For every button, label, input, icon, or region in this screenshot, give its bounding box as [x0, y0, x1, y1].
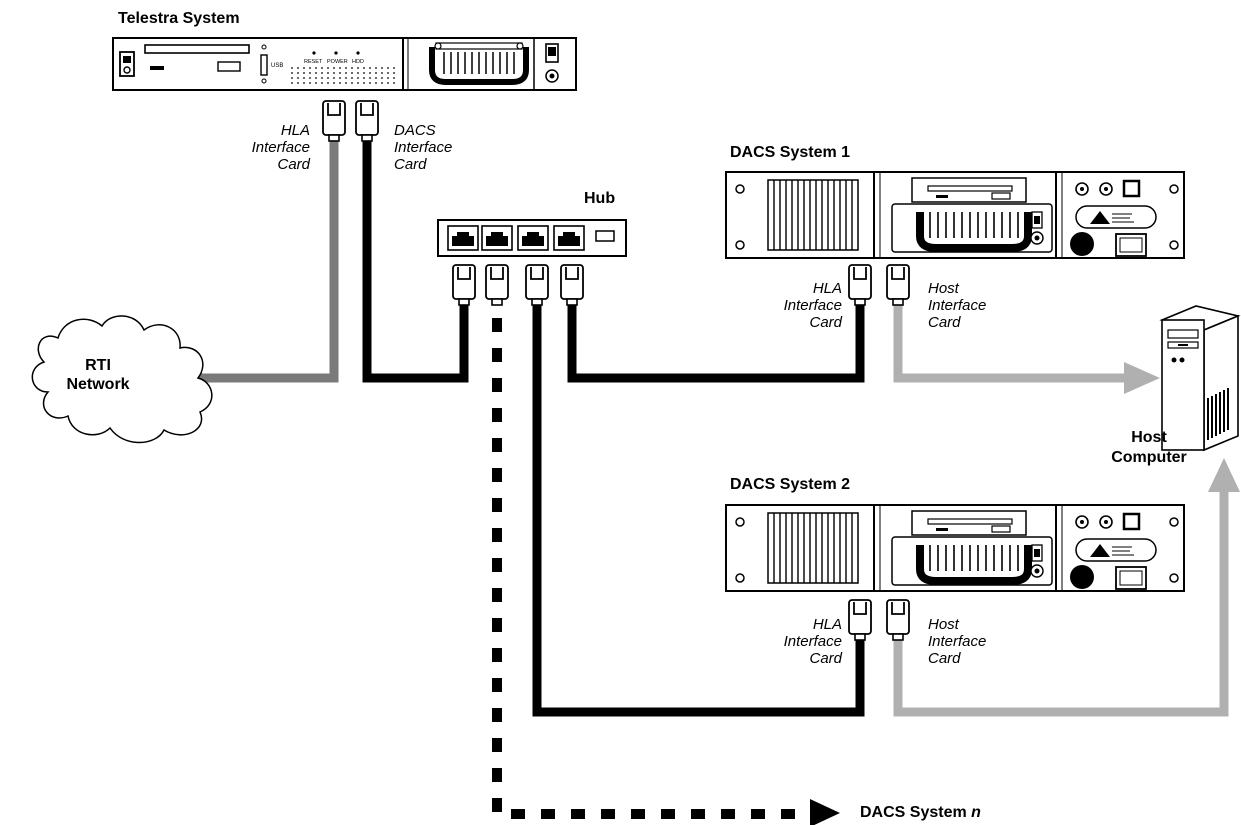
dacs-system-2-unit: [726, 505, 1184, 591]
dacs1-host-card-label: Host Interface Card: [928, 280, 987, 331]
dacs-system-2-label: DACS System 2: [730, 476, 851, 493]
dacs1-hla-card-label: HLA Interface Card: [783, 280, 842, 331]
telestra-dacs-card-connector: [355, 100, 379, 142]
dacs2-hla-card-connector: [848, 599, 872, 641]
power-label: POWER: [327, 59, 348, 65]
dacs2-host-arrowhead: [1208, 458, 1240, 492]
dacs2-host-cable: [893, 486, 1229, 717]
hub-port-2-connector: [485, 264, 509, 306]
telestra-system-unit: USB RESET POWER HDD: [112, 37, 577, 91]
hub-to-dacs2-cable: [532, 300, 865, 717]
host-computer-label: Host Computer: [1111, 429, 1187, 466]
dacs1-host-card-connector: [886, 264, 910, 306]
hub-port-4-connector: [560, 264, 584, 306]
telestra-hla-card-connector: [322, 100, 346, 142]
hub-to-dacs1-cable: [567, 300, 865, 383]
dacs2-hla-card-label: HLA Interface Card: [783, 616, 842, 667]
hdd-label: HDD: [352, 59, 364, 65]
hub-front-port-1: [447, 225, 479, 251]
telestra-hla-cable: [200, 140, 339, 383]
hub-device: [437, 219, 627, 257]
dacs1-host-arrowhead: [1124, 362, 1160, 394]
rti-network-label: RTI Network: [66, 357, 130, 393]
hub-port-1-connector: [452, 264, 476, 306]
host-computer-tower: [1159, 305, 1241, 452]
hub-front-port-2: [481, 225, 513, 251]
hub-front-port-3: [517, 225, 549, 251]
usb-label: USB: [271, 63, 283, 69]
dacs-system-1-label: DACS System 1: [730, 144, 851, 161]
reset-label: RESET: [304, 59, 323, 65]
telestra-dacs-card-label: DACS Interface Card: [394, 122, 453, 173]
dacs-n-dashed-cable: [492, 318, 835, 819]
vent-dots: [291, 67, 395, 84]
dacs-system-n-label: DACS System n: [860, 804, 981, 821]
dacs2-host-card-connector: [886, 599, 910, 641]
dacs-n-arrowhead: [810, 799, 840, 825]
dacs1-hla-card-connector: [848, 264, 872, 306]
hub-front-port-4: [553, 225, 585, 251]
dacs2-host-card-label: Host Interface Card: [928, 616, 987, 667]
telestra-to-hub-cable: [362, 140, 469, 383]
hub-label: Hub: [584, 190, 616, 207]
hub-port-3-connector: [525, 264, 549, 306]
dacs1-host-cable: [893, 300, 1130, 383]
rti-network-cloud: [31, 315, 213, 444]
dacs-system-1-unit: [726, 172, 1184, 258]
telestra-hla-card-label: HLA Interface Card: [251, 122, 310, 173]
telestra-system-label: Telestra System: [118, 10, 240, 27]
